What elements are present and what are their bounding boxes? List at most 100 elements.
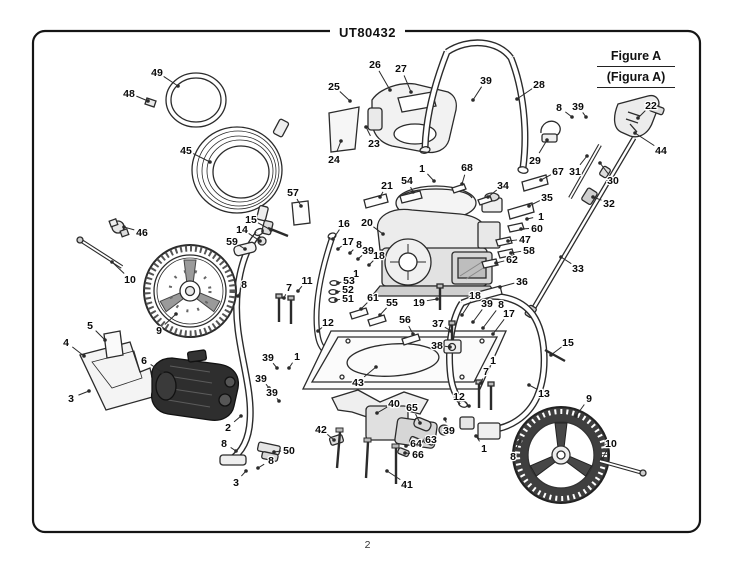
leader-line — [599, 162, 609, 174]
callout-42: 42 — [315, 424, 327, 436]
callout-29: 29 — [529, 155, 541, 167]
leader-dot — [348, 251, 352, 255]
leader-dot — [474, 434, 478, 438]
leader-dot — [471, 98, 475, 102]
leader-dot — [236, 294, 240, 298]
leader-dot — [527, 204, 531, 208]
leader-dot — [332, 438, 336, 442]
leader-dot — [364, 125, 368, 129]
leader-dot — [103, 338, 107, 342]
callout-1: 1 — [538, 211, 544, 223]
callout-15: 15 — [245, 214, 257, 226]
callout-43: 43 — [352, 377, 364, 389]
callout-22: 22 — [645, 100, 657, 112]
callout-45: 45 — [180, 145, 192, 157]
leader-line — [528, 200, 541, 207]
leader-dot — [378, 195, 382, 199]
callout-51: 51 — [342, 293, 354, 305]
callout-38: 38 — [431, 340, 443, 352]
nozzle-fitting-part — [108, 217, 130, 238]
callout-12: 12 — [322, 317, 334, 329]
leader-line — [72, 346, 85, 357]
leader-dot — [375, 411, 379, 415]
leader-dot — [243, 247, 247, 251]
leader-line — [386, 470, 401, 481]
leader-line — [248, 233, 261, 242]
decal-plates — [291, 174, 549, 346]
pump-bracket-part — [79, 330, 157, 411]
callout-27: 27 — [395, 63, 407, 75]
callout-1: 1 — [353, 268, 359, 280]
leader-line — [550, 346, 562, 356]
figure-label: Figure A — [597, 48, 675, 67]
leader-dot — [316, 329, 320, 333]
callout-1: 1 — [481, 443, 487, 455]
engine-part — [370, 185, 503, 297]
leader-dot — [277, 399, 281, 403]
leader-line — [95, 330, 106, 341]
leader-line — [575, 404, 585, 417]
leader-dot — [418, 421, 422, 425]
callout-39: 39 — [572, 101, 584, 113]
callout-13: 13 — [538, 388, 550, 400]
callout-59: 59 — [226, 236, 238, 248]
leader-dot — [234, 449, 238, 453]
callout-34: 34 — [497, 180, 509, 192]
leader-line — [150, 364, 163, 373]
leader-dot — [498, 285, 502, 289]
leader-line — [560, 256, 572, 265]
callout-68: 68 — [461, 162, 473, 174]
callout-8: 8 — [510, 451, 516, 463]
leader-line — [163, 76, 179, 87]
mount-bolts-part — [335, 427, 400, 484]
leader-dot — [432, 179, 436, 183]
callout-39: 39 — [443, 425, 455, 437]
callout-65: 65 — [406, 402, 418, 414]
callout-26: 26 — [369, 59, 381, 71]
callout-30: 30 — [607, 175, 619, 187]
leader-line — [336, 140, 342, 152]
leader-dot — [287, 366, 291, 370]
callout-2: 2 — [225, 422, 231, 434]
callout-50: 50 — [283, 445, 295, 457]
leader-line — [111, 261, 125, 274]
figure-label-alt: (Figura A) — [597, 69, 675, 88]
leader-dot — [411, 332, 415, 336]
leader-dot — [267, 386, 271, 390]
callout-54: 54 — [401, 175, 413, 187]
callout-66: 66 — [412, 449, 424, 461]
handle-console-part — [367, 82, 457, 154]
leader-dot — [256, 466, 260, 470]
leader-dot — [519, 227, 523, 231]
callout-16: 16 — [338, 218, 350, 230]
leader-dot — [636, 116, 640, 120]
leader-line — [192, 153, 211, 163]
right-frame-part — [446, 292, 548, 440]
callout-8: 8 — [221, 438, 227, 450]
fitting-part — [144, 97, 157, 108]
callout-5: 5 — [87, 320, 93, 332]
leader-dot — [515, 97, 519, 101]
callout-7: 7 — [483, 366, 489, 378]
leader-dot — [467, 404, 471, 408]
leader-dot — [411, 190, 415, 194]
leader-dot — [448, 345, 452, 349]
leader-dot — [374, 365, 378, 369]
leader-dot — [559, 255, 563, 259]
leader-line — [363, 366, 377, 378]
callout-18: 18 — [469, 290, 481, 302]
leader-line — [538, 139, 548, 154]
callout-9: 9 — [156, 325, 162, 337]
callout-11: 11 — [301, 275, 312, 287]
leader-dot — [282, 296, 286, 300]
leader-dot — [269, 228, 273, 232]
callout-62: 62 — [506, 254, 518, 266]
side-panel-part — [328, 106, 360, 153]
callout-8: 8 — [241, 279, 247, 291]
callout-37: 37 — [432, 318, 444, 330]
callout-56: 56 — [399, 314, 411, 326]
parts-artwork-layer — [76, 39, 665, 504]
callout-12: 12 — [453, 391, 465, 403]
